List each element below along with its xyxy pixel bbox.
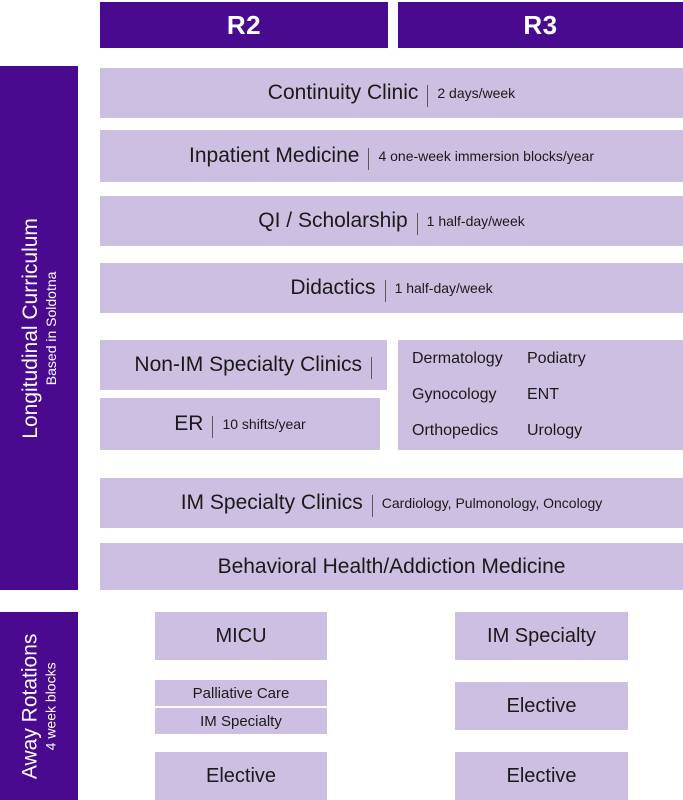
row-im-specialty-clinics: IM Specialty Clinics Cardiology, Pulmono…	[100, 478, 683, 528]
sidebar-longitudinal-subtitle: Based in Soldotna	[42, 271, 59, 385]
label-detail-divider	[368, 148, 370, 170]
specialty-gynocology: Gynocology	[412, 386, 497, 403]
away-r3-im-specialty: IM Specialty	[455, 612, 628, 660]
specialty-urology: Urology	[527, 422, 583, 439]
specialty-row: Orthopedics Urology	[412, 413, 683, 449]
specialty-row: Dermatology Podiatry	[412, 341, 683, 377]
label-detail-divider	[371, 357, 372, 379]
row-qi-scholarship-detail: 1 half-day/week	[426, 213, 525, 229]
away-r2-im-specialty: IM Specialty	[155, 708, 327, 734]
specialty-dermatology: Dermatology	[412, 350, 503, 367]
label-detail-divider	[371, 495, 373, 517]
away-r2-palliative-care: Palliative Care	[155, 680, 327, 706]
label-detail-divider	[416, 213, 418, 235]
row-behavioral-health: Behavioral Health/Addiction Medicine	[100, 543, 683, 590]
row-non-im-specialty-clinics: Non-IM Specialty Clinics	[100, 340, 387, 390]
label-detail-divider	[212, 416, 214, 438]
away-r2-micu: MICU	[155, 612, 327, 660]
row-non-im-specialty-clinics-label: Non-IM Specialty Clinics	[134, 353, 362, 376]
away-r3-elective-2: Elective	[455, 752, 628, 800]
specialty-podiatry: Podiatry	[527, 350, 586, 367]
column-header-r2: R2	[100, 2, 388, 48]
sidebar-away-title: Away Rotations	[18, 633, 42, 779]
sidebar-away-text: Away Rotations 4 week blocks	[18, 633, 59, 779]
non-im-specialty-list: Dermatology Podiatry Gynocology ENT Orth…	[398, 340, 683, 450]
away-r2-palliative-care-label: Palliative Care	[192, 684, 290, 702]
away-r2-elective: Elective	[155, 752, 327, 800]
row-inpatient-medicine-label: Inpatient Medicine	[189, 144, 360, 167]
row-didactics: Didactics 1 half-day/week	[100, 263, 683, 313]
specialty-ent: ENT	[527, 386, 559, 403]
sidebar-away-rotations: Away Rotations 4 week blocks	[0, 612, 78, 800]
label-detail-divider	[384, 280, 386, 302]
column-header-r3: R3	[398, 2, 683, 48]
away-r3-elective-1-label: Elective	[506, 694, 577, 717]
row-inpatient-medicine-detail: 4 one-week immersion blocks/year	[378, 148, 594, 164]
label-detail-divider	[427, 85, 429, 107]
row-continuity-clinic-detail: 2 days/week	[437, 85, 516, 101]
row-inpatient-medicine: Inpatient Medicine 4 one-week immersion …	[100, 130, 683, 182]
away-r2-im-specialty-label: IM Specialty	[200, 712, 282, 730]
sidebar-longitudinal-text: Longitudinal Curriculum Based in Soldotn…	[18, 217, 59, 439]
row-behavioral-health-label: Behavioral Health/Addiction Medicine	[217, 554, 566, 578]
row-qi-scholarship-label: QI / Scholarship	[258, 209, 408, 232]
row-didactics-label: Didactics	[290, 276, 376, 299]
row-qi-scholarship: QI / Scholarship 1 half-day/week	[100, 196, 683, 246]
specialty-row: Gynocology ENT	[412, 377, 683, 413]
row-er-detail: 10 shifts/year	[222, 416, 306, 432]
column-header-r3-label: R3	[523, 9, 558, 40]
away-r3-im-specialty-label: IM Specialty	[487, 624, 596, 647]
row-continuity-clinic: Continuity Clinic 2 days/week	[100, 68, 683, 118]
away-r3-elective-2-label: Elective	[506, 764, 577, 787]
away-r2-elective-label: Elective	[205, 764, 277, 787]
row-er: ER 10 shifts/year	[100, 398, 380, 450]
row-im-specialty-clinics-detail: Cardiology, Pulmonology, Oncology	[381, 495, 603, 511]
row-im-specialty-clinics-label: IM Specialty Clinics	[180, 491, 363, 514]
row-continuity-clinic-label: Continuity Clinic	[267, 81, 419, 104]
sidebar-longitudinal-title: Longitudinal Curriculum	[18, 217, 42, 439]
column-header-r2-label: R2	[226, 9, 262, 40]
sidebar-away-subtitle: 4 week blocks	[42, 662, 59, 750]
row-didactics-detail: 1 half-day/week	[394, 280, 493, 296]
away-r2-micu-label: MICU	[215, 624, 267, 647]
row-er-label: ER	[174, 412, 204, 435]
specialty-orthopedics: Orthopedics	[412, 422, 499, 439]
sidebar-longitudinal-curriculum: Longitudinal Curriculum Based in Soldotn…	[0, 66, 78, 590]
away-r3-elective-1: Elective	[455, 682, 628, 730]
